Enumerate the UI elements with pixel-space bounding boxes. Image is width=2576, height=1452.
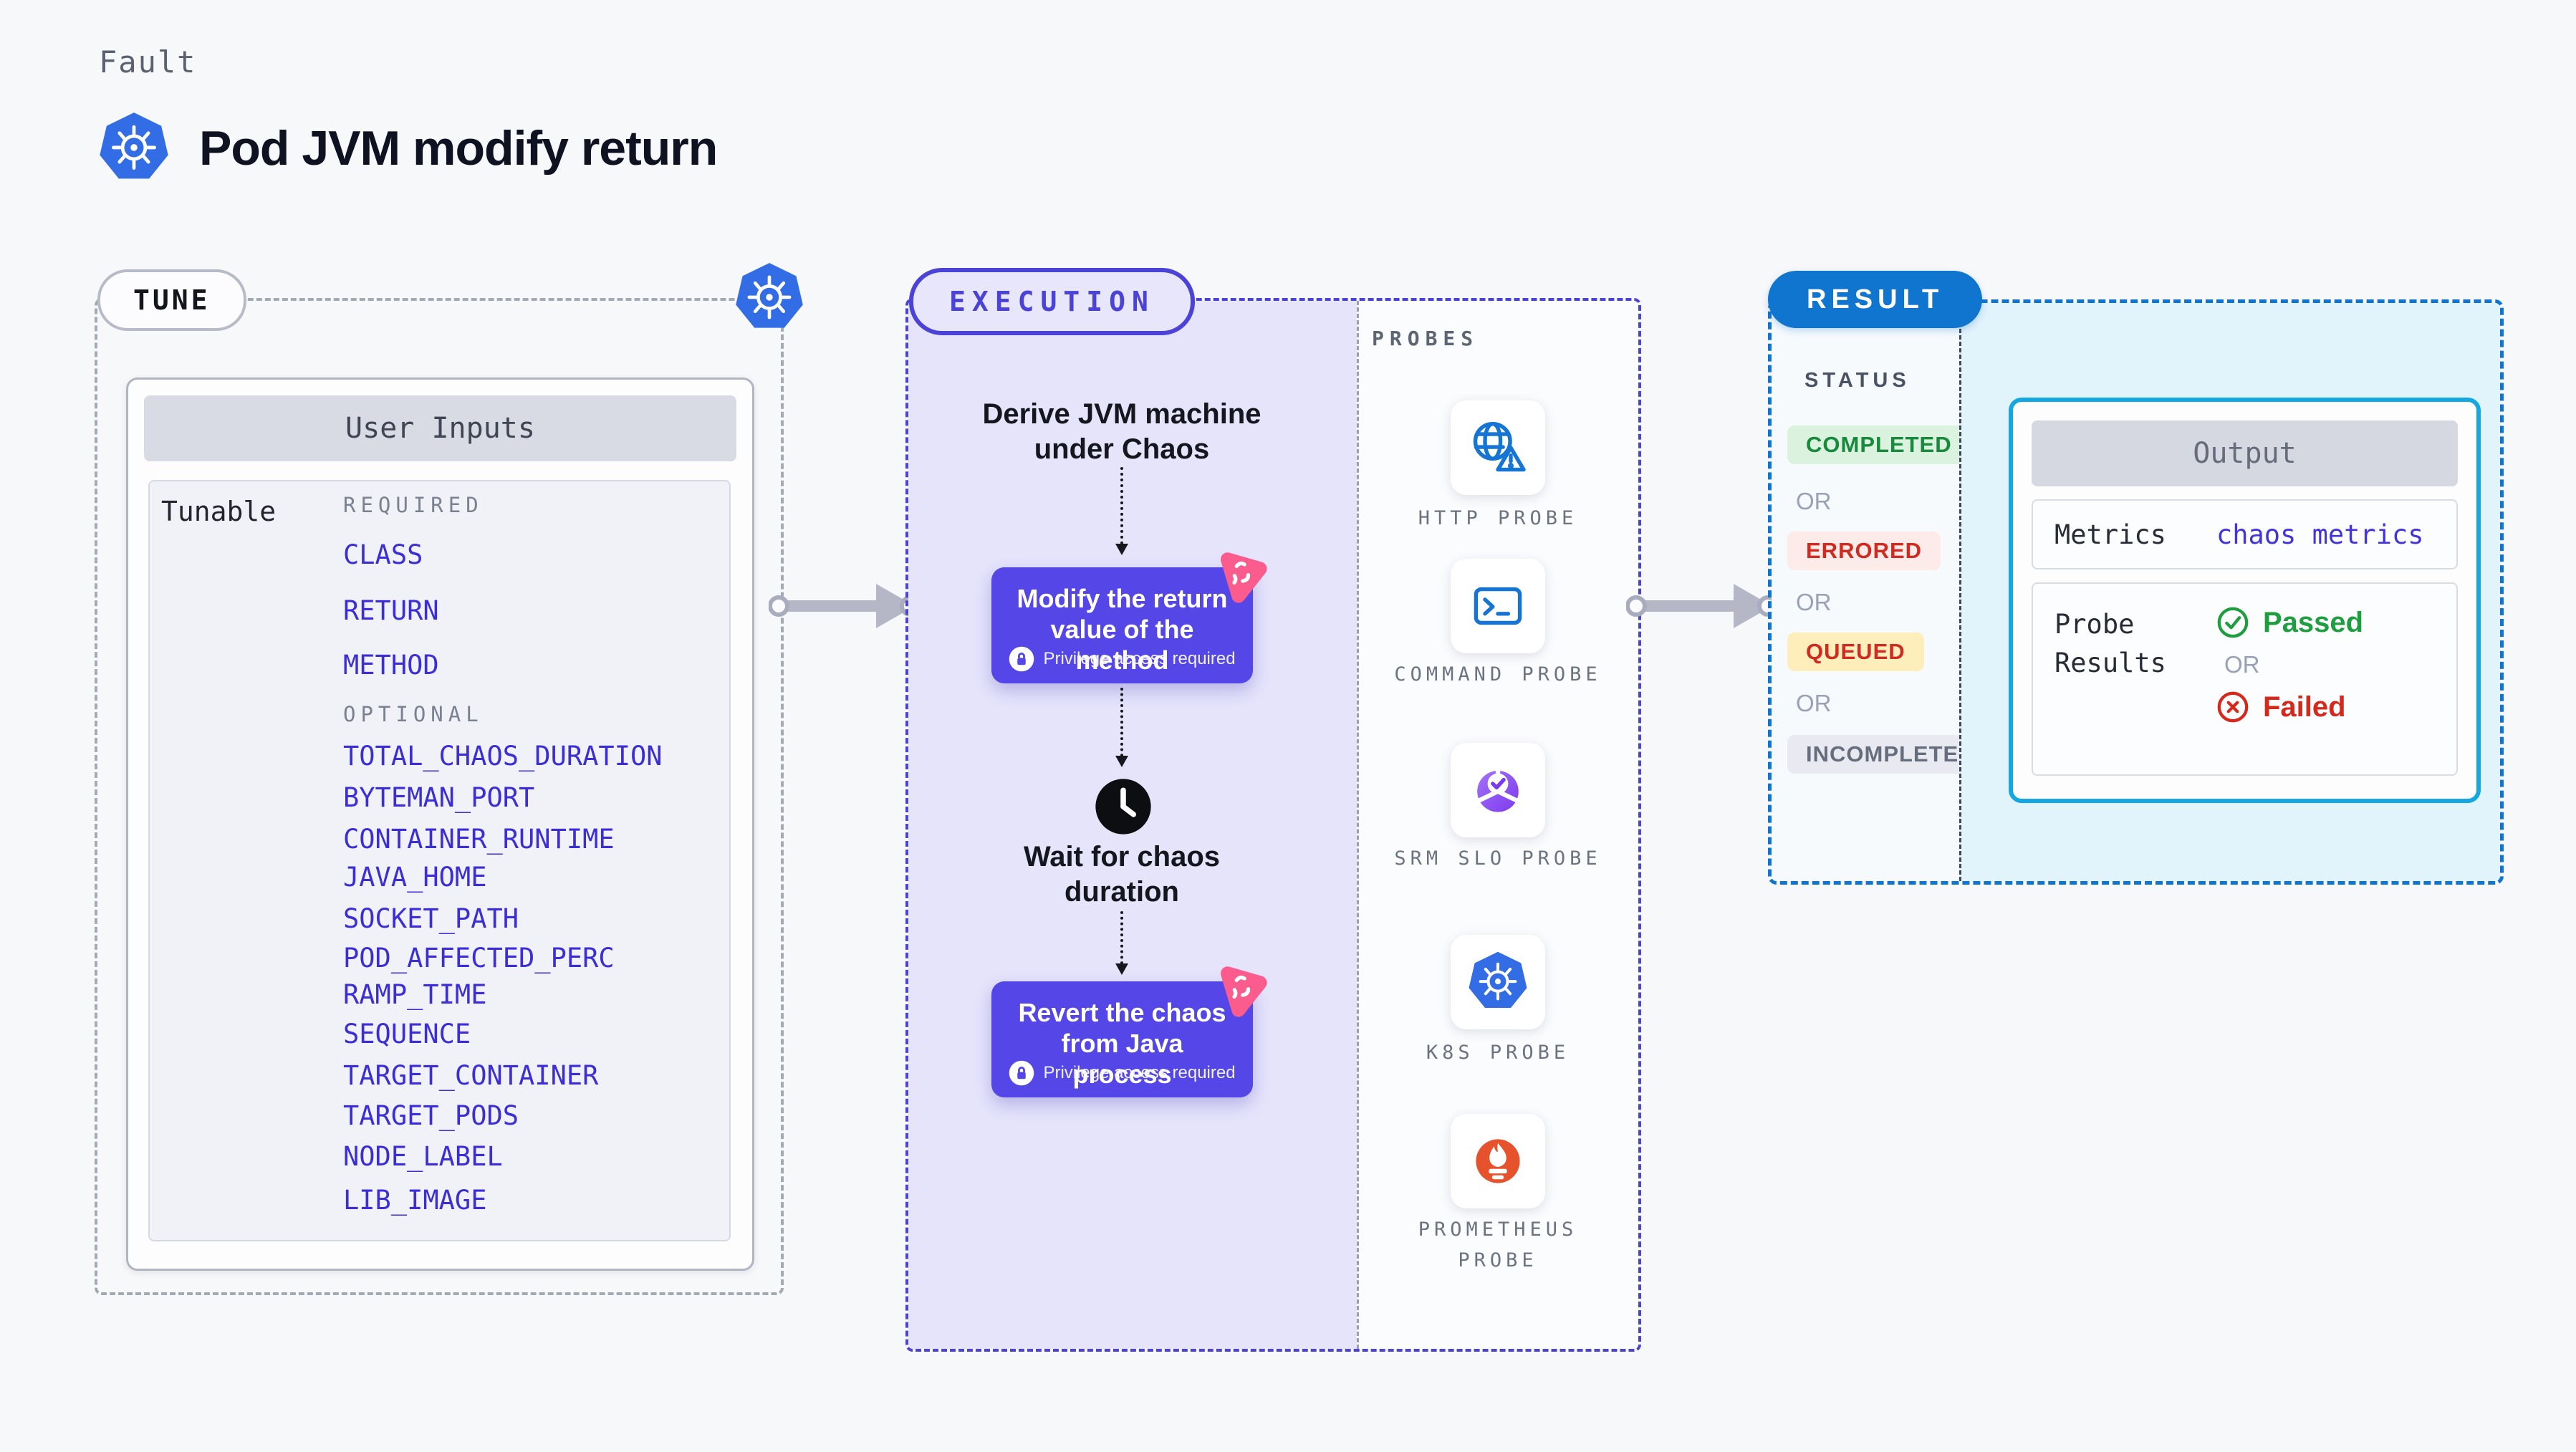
fault-eyebrow: Fault (99, 44, 197, 80)
probes-title: PROBES (1372, 327, 1479, 350)
tunable-item[interactable]: POD_AFFECTED_PERC (343, 943, 615, 973)
derive-step-text: Derive JVM machine under Chaos (982, 398, 1261, 465)
tune-pill: TUNE (97, 269, 246, 331)
page-title: Pod JVM modify return (199, 121, 718, 176)
revert-chaos-text: Revert the chaos from Java process (1018, 998, 1226, 1090)
tune-to-execution-arrow (769, 574, 919, 638)
result-pill: RESULT (1768, 271, 1983, 328)
http-probe-icon (1466, 415, 1530, 480)
privilege-chip: Privilege access required (991, 1060, 1253, 1086)
status-panel: STATUS COMPLETED OR ERRORED OR QUEUED OR… (1772, 303, 1994, 881)
privilege-label: Privilege access required (1043, 649, 1236, 668)
flow-connector-down (1115, 467, 1128, 555)
probe-card (1451, 935, 1545, 1029)
srm-slo-probe-icon (1466, 758, 1530, 822)
or-label: OR (2224, 651, 2260, 678)
failed-label: Failed (2263, 691, 2346, 723)
output-title: Output (2032, 420, 2458, 486)
status-badge: ERRORED (1787, 532, 1941, 570)
output-panel: Output Metrics chaos metrics Probe Resul… (1959, 303, 2500, 881)
tunable-item[interactable]: SEQUENCE (343, 1019, 471, 1049)
k8s-probe-icon (1466, 950, 1530, 1014)
probe-card (1451, 559, 1545, 653)
metrics-value: chaos metrics (2216, 519, 2424, 550)
chaos-icon (1209, 958, 1274, 1022)
status-badge: QUEUED (1787, 633, 1924, 671)
tunable-item[interactable]: TOTAL_CHAOS_DURATION (343, 741, 663, 771)
prometheus-probe-icon (1476, 1139, 1520, 1183)
or-label: OR (1796, 488, 1832, 514)
revert-chaos-card: Revert the chaos from Java process Privi… (991, 981, 1253, 1097)
page-header: Pod JVM modify return (96, 109, 718, 188)
probe-label: SRM SLO PROBE (1394, 847, 1602, 870)
required-label: REQUIRED (343, 493, 484, 517)
probe-results-row: Probe Results Passed OR Failed (2032, 582, 2458, 776)
tunable-item[interactable]: CONTAINER_RUNTIME (343, 824, 615, 855)
flow-connector-down (1115, 911, 1128, 975)
lock-icon (1009, 1060, 1035, 1086)
probe-card (1451, 1114, 1545, 1208)
x-circle-icon (2216, 690, 2250, 724)
chaos-icon (1209, 544, 1274, 608)
tunable-label: Tunable (161, 496, 277, 527)
passed-label: Passed (2263, 606, 2364, 638)
failed-result: Failed (2216, 690, 2435, 724)
tunable-item[interactable]: METHOD (343, 650, 439, 681)
metrics-row: Metrics chaos metrics (2032, 499, 2458, 569)
probe-card (1451, 400, 1545, 495)
execution-section: Derive JVM machine under Chaos Modify th… (905, 298, 1641, 1352)
tunable-item[interactable]: BYTEMAN_PORT (343, 782, 535, 813)
output-card: Output Metrics chaos metrics Probe Resul… (2009, 398, 2481, 803)
clock-icon (1093, 777, 1153, 837)
tunable-item[interactable]: LIB_IMAGE (343, 1185, 487, 1216)
wait-step-text: Wait for chaos duration (1023, 841, 1221, 908)
lock-icon (1009, 646, 1035, 672)
tunable-item[interactable]: TARGET_PODS (343, 1100, 519, 1131)
passed-result: Passed (2216, 605, 2435, 640)
probe-label: HTTP PROBE (1418, 507, 1578, 529)
flow-connector-down (1115, 688, 1128, 767)
or-label: OR (1796, 589, 1832, 615)
probe-label: PROMETHEUS PROBE (1418, 1218, 1578, 1272)
command-probe-icon (1466, 574, 1530, 638)
tune-section (95, 298, 784, 1295)
tunable-item[interactable]: JAVA_HOME (343, 862, 487, 893)
modify-return-card: Modify the return value of the method Pr… (991, 567, 1253, 683)
user-inputs-title: User Inputs (144, 395, 736, 461)
tunables-list: Tunable REQUIRED CLASS RETURN METHOD OPT… (148, 480, 731, 1241)
modify-return-text: Modify the return value of the method (1017, 584, 1228, 675)
probe-card (1451, 743, 1545, 837)
probe-label: COMMAND PROBE (1394, 663, 1602, 686)
execution-to-result-arrow (1626, 574, 1777, 638)
tunable-item[interactable]: RAMP_TIME (343, 979, 487, 1010)
tunable-item[interactable]: RETURN (343, 595, 439, 626)
status-badge: COMPLETED (1787, 425, 1971, 464)
probe-results-label: Probe Results (2054, 609, 2166, 678)
status-label: STATUS (1804, 369, 1911, 392)
user-inputs-card: User Inputs Tunable REQUIRED CLASS RETUR… (126, 378, 754, 1271)
or-label: OR (1796, 690, 1832, 716)
optional-label: OPTIONAL (343, 702, 484, 726)
execution-flow-panel: Derive JVM machine under Chaos Modify th… (908, 301, 1357, 1349)
kubernetes-icon (732, 259, 807, 337)
tunable-item[interactable]: CLASS (343, 539, 423, 570)
result-section: STATUS COMPLETED OR ERRORED OR QUEUED OR… (1768, 299, 2504, 885)
probes-panel: PROBES HTTP PROBE COMMAND PROBE SRM SLO … (1357, 301, 1638, 1349)
probe-label: K8S PROBE (1426, 1042, 1570, 1064)
metrics-label: Metrics (2054, 519, 2166, 550)
kubernetes-icon (96, 109, 172, 188)
privilege-label: Privilege access required (1043, 1063, 1236, 1082)
tunable-item[interactable]: SOCKET_PATH (343, 903, 519, 934)
privilege-chip: Privilege access required (991, 646, 1253, 672)
tunable-item[interactable]: TARGET_CONTAINER (343, 1060, 599, 1091)
check-circle-icon (2216, 605, 2250, 640)
execution-pill: EXECUTION (909, 268, 1195, 335)
tunable-item[interactable]: NODE_LABEL (343, 1141, 503, 1172)
